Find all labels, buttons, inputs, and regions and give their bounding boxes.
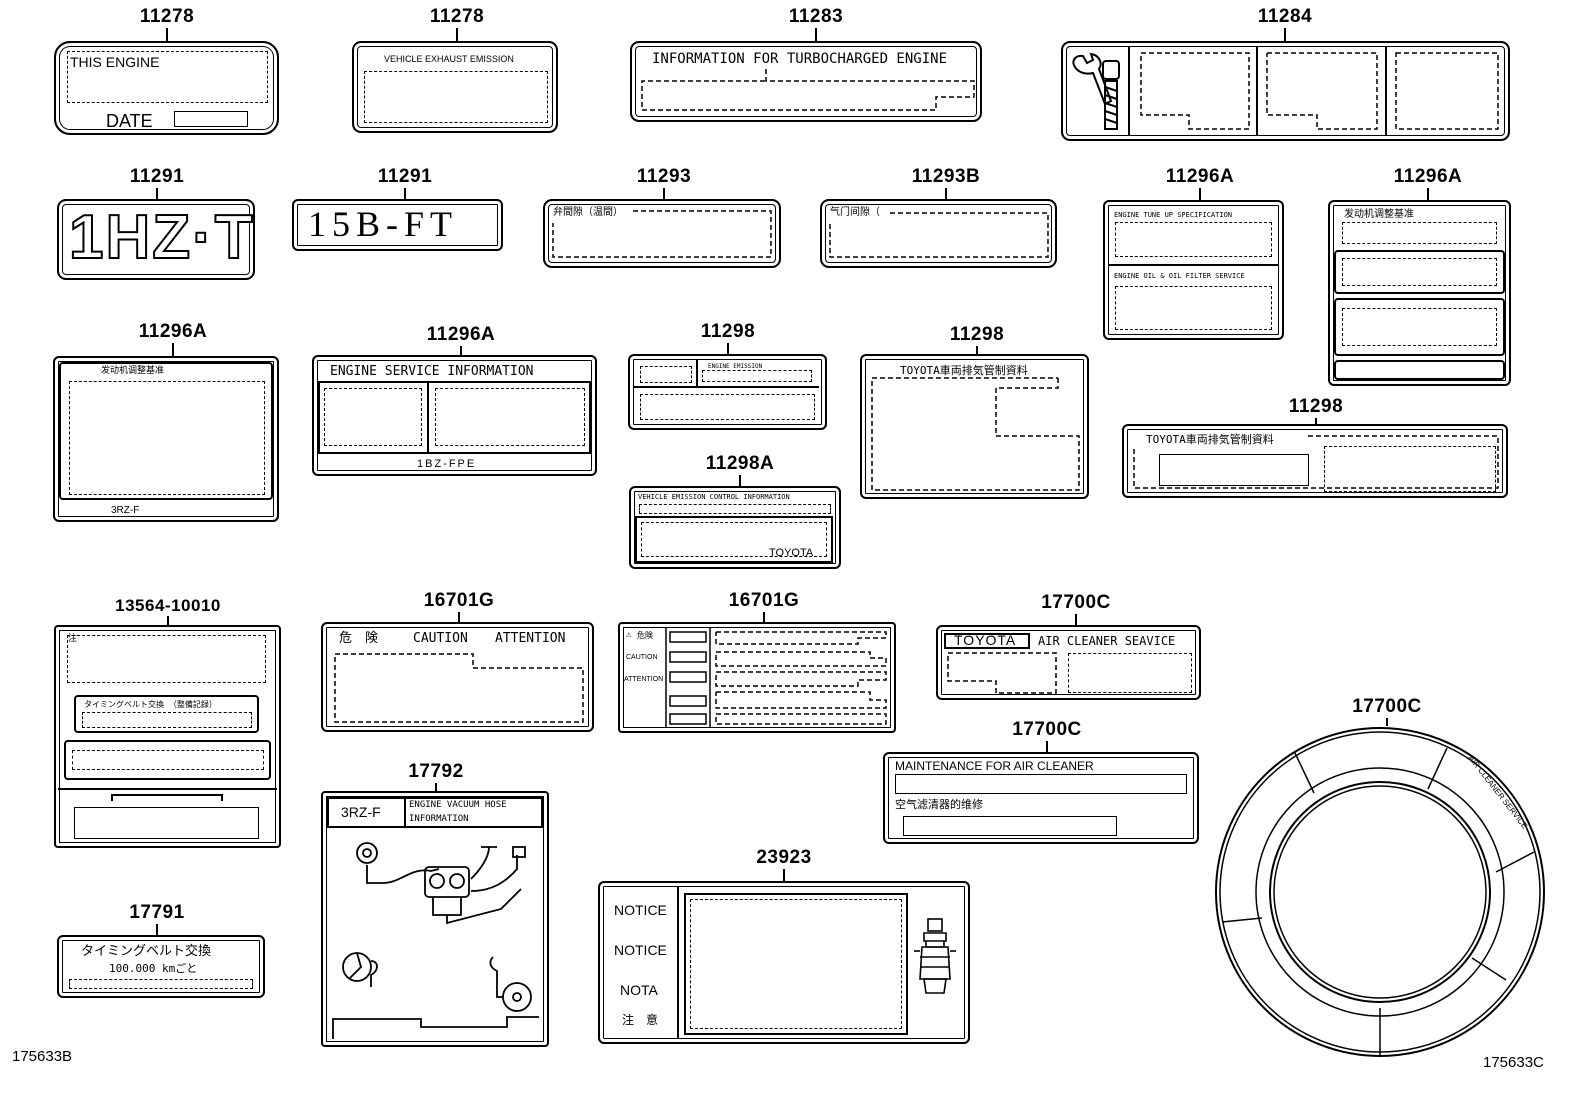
label-text: INFORMATION FOR TURBOCHARGED ENGINE (652, 51, 948, 67)
part-number-17700c-c: 17700C (1352, 696, 1422, 717)
part-number-11298a: 11298A (705, 453, 775, 474)
label-text: 3RZ-F (111, 505, 140, 516)
part-number-11278-b: 11278 (429, 6, 485, 27)
vacuum-hose-diagram (332, 842, 539, 1039)
part-number-11291-b: 11291 (377, 166, 433, 187)
notice-label: NOTICE NOTICE NOTA 注 意 (598, 881, 970, 1044)
label-text: THIS ENGINE (70, 54, 160, 70)
toyota-emission-wide-label: TOYOTA車両排気管制資料 (1122, 424, 1508, 498)
figure-code-right: 175633C (1483, 1054, 1544, 1071)
engine-date-label: THIS ENGINE DATE (54, 41, 279, 135)
label-text: 3RZ-F (341, 804, 381, 820)
valve-clearance-cn-label: 气门间隙（ (820, 199, 1057, 268)
label-text: 弁間隙（温間） (553, 207, 623, 218)
label-text: NOTA (620, 982, 658, 998)
part-number-13564-10010: 13564-10010 (115, 596, 221, 615)
air-cleaner-service-label: TOYOTA AIR CLEANER SEAVICE (936, 625, 1201, 700)
label-text: ATTENTION (495, 631, 566, 646)
label-text: INFORMATION (409, 814, 469, 824)
part-number-11296a-a: 11296A (1165, 166, 1235, 187)
label-text: 注 (68, 634, 78, 644)
label-text: MAINTENANCE FOR AIR CLEANER (895, 759, 1094, 773)
label-text: 发动机调整基准 (101, 366, 165, 376)
toyota-emission-label: TOYOTA車両排気管制資料 (860, 354, 1089, 499)
part-number-17791: 17791 (129, 902, 185, 923)
part-number-11296a-d: 11296A (426, 324, 496, 345)
valve-clearance-label: 弁間隙（温間） (543, 199, 781, 268)
part-number-11298-a: 11298 (700, 321, 756, 342)
part-number-17792: 17792 (408, 761, 464, 782)
label-text: 危 険 (339, 631, 379, 646)
label-text: VEHICLE EMISSION CONTROL INFORMATION (638, 493, 790, 501)
label-text: ATTENTION (624, 676, 664, 683)
engine-service-info-label: ENGINE SERVICE INFORMATION 1BZ-FPE (312, 355, 597, 476)
part-number-16701g-b: 16701G (728, 590, 800, 611)
wrench-tool-label (1061, 41, 1510, 141)
part-number-11298-c: 11298 (1288, 396, 1344, 417)
tune-up-spec-label: ENGINE TUNE UP SPECIFICATION ENGINE OIL … (1103, 200, 1284, 340)
figure-code-left: 175633B (12, 1048, 73, 1065)
label-text: NOTICE (614, 942, 667, 958)
vacuum-hose-info-label: 3RZ-F ENGINE VACUUM HOSE INFORMATION (321, 791, 549, 1047)
timing-belt-interval-label: タイミングベルト交換 100.000 kmごと (57, 935, 265, 998)
engine-adjust-cn-label: 发动机调整基准 (1328, 200, 1511, 386)
label-text: DATE (106, 111, 153, 131)
label-text: 危険 (637, 631, 653, 640)
air-cleaner-maintenance-label: MAINTENANCE FOR AIR CLEANER 空气滤清器的维修 (883, 752, 1199, 844)
engine-adjust-3rzf-label: 发动机调整基准 3RZ-F (53, 356, 279, 522)
label-text: ENGINE EMISSION (708, 363, 763, 370)
label-text: CAUTION (626, 654, 658, 661)
label-text: TOYOTA (769, 547, 814, 559)
label-text: 发动机调整基准 (1344, 209, 1414, 220)
warning-triangle-icon: ⚠ (626, 630, 632, 640)
danger-caution-grid-label: ⚠ 危険 CAUTION ATTENTION (618, 622, 896, 733)
label-text: 气门间隙（ (830, 207, 880, 218)
part-number-16701g-a: 16701G (423, 590, 495, 611)
label-text: ENGINE OIL & OIL FILTER SERVICE (1114, 272, 1245, 280)
part-number-11298-b: 11298 (949, 324, 1005, 345)
wrench-icon (1072, 52, 1120, 130)
label-text: NOTICE (614, 902, 667, 918)
air-cleaner-ring-label: AIR CLEANER SERVICE (1215, 727, 1545, 1057)
part-number-11296a-b: 11296A (1393, 166, 1463, 187)
label-text: 1HZ·T (68, 203, 255, 272)
label-text: TOYOTA車両排気管制資料 (900, 364, 1028, 377)
turbo-info-label: INFORMATION FOR TURBOCHARGED ENGINE (630, 41, 982, 122)
label-text: 1BZ-FPE (417, 458, 477, 470)
label-text: TOYOTA車両排気管制資料 (1146, 433, 1274, 446)
label-text: TOYOTA (954, 632, 1017, 648)
part-number-11296a-c: 11296A (138, 321, 208, 342)
part-number-11283: 11283 (788, 6, 844, 27)
label-text: ENGINE TUNE UP SPECIFICATION (1114, 211, 1233, 219)
label-text: ENGINE SERVICE INFORMATION (330, 364, 534, 379)
label-text: 100.000 kmごと (109, 962, 198, 975)
part-number-17700c-b: 17700C (1012, 719, 1082, 740)
filter-icon (914, 918, 956, 994)
part-number-11284: 11284 (1257, 6, 1313, 27)
part-number-11293: 11293 (636, 166, 692, 187)
vehicle-emission-control-label: VEHICLE EMISSION CONTROL INFORMATION TOY… (629, 486, 841, 569)
engine-model-15bft-label: 15B-FT (292, 199, 503, 251)
engine-model-1hzt-label: 1HZ·T (57, 199, 255, 280)
part-number-11278-a: 11278 (139, 6, 195, 27)
danger-caution-label: 危 険 CAUTION ATTENTION (321, 622, 594, 732)
part-number-17700c-a: 17700C (1041, 592, 1111, 613)
label-text: CAUTION (413, 631, 468, 646)
label-text: ENGINE VACUUM HOSE (409, 800, 507, 810)
label-text: AIR CLEANER SEAVICE (1038, 634, 1176, 648)
label-text: 注 意 (622, 1013, 659, 1027)
part-number-23923: 23923 (756, 847, 812, 868)
engine-emission-label: ENGINE EMISSION (628, 354, 827, 430)
part-number-11293b: 11293B (911, 166, 981, 187)
label-text: タイミングベルト交換 （整備記録） (84, 700, 217, 709)
exhaust-emission-label: VEHICLE EXHAUST EMISSION (352, 41, 558, 133)
timing-belt-record-label: 注 タイミングベルト交換 （整備記録） (54, 625, 281, 848)
label-text: 15B-FT (308, 204, 459, 244)
part-number-11291-a: 11291 (129, 166, 185, 187)
ring-text: AIR CLEANER SERVICE (1466, 754, 1529, 831)
label-text: VEHICLE EXHAUST EMISSION (384, 54, 514, 64)
label-text: タイミングベルト交換 (81, 944, 212, 959)
label-text: 空气滤清器的维修 (895, 798, 983, 811)
